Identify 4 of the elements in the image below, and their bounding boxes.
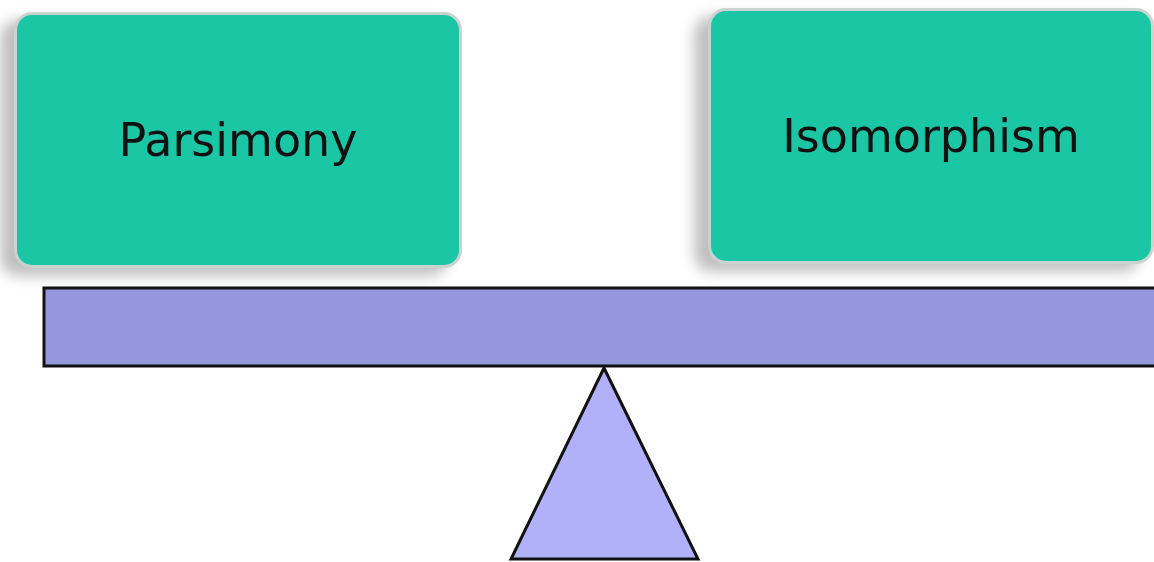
rounded-box (14, 12, 462, 268)
box-label: Parsimony (118, 113, 358, 167)
box-label: Isomorphism (782, 109, 1080, 163)
rounded-box (708, 8, 1154, 264)
